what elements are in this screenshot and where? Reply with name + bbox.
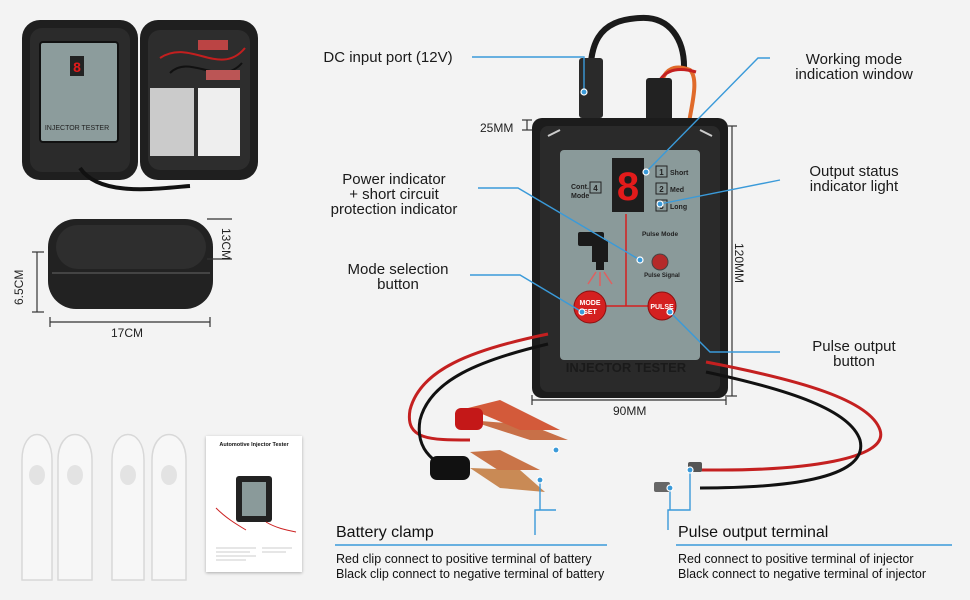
pulse-mode-label: Pulse Mode	[642, 231, 679, 238]
mode-1-number: 1	[659, 168, 664, 177]
battery-clamp-title: Battery clamp	[336, 524, 434, 541]
pulse-signal-led	[651, 253, 669, 271]
injector-adapters-photo	[21, 433, 187, 581]
battery-red-line: Red clip connect to positive terminal of…	[336, 552, 592, 566]
mode-button-label-line1: MODE	[580, 300, 601, 307]
mode-2-label: Med	[670, 187, 684, 194]
pulse-signal-label: Pulse Signal	[644, 273, 680, 279]
width-label: 90MM	[613, 404, 647, 418]
case-device-label: INJECTOR TESTER	[45, 125, 109, 132]
mode-1-label: Short	[670, 170, 689, 177]
open-case-photo: 8 INJECTOR TESTER	[22, 20, 258, 192]
closed-case-photo	[48, 219, 213, 309]
thickness-label: 25MM	[480, 121, 514, 135]
cont-number: 4	[593, 184, 598, 193]
pulse-red-line: Red connect to positive terminal of inje…	[678, 552, 914, 566]
mode-set-button[interactable]	[573, 290, 607, 324]
device-brand: INJECTOR TESTER	[566, 360, 687, 375]
mode-2-number: 2	[659, 185, 664, 194]
manual-page: Automotive Injector Tester	[206, 436, 302, 572]
working-mode-callout: Working mode indication window	[795, 51, 913, 83]
power-indicator-callout: Power indicator + short circuit protecti…	[330, 171, 458, 218]
black-clamp	[430, 450, 545, 492]
pulse-output-callout: Pulse output button	[812, 338, 896, 370]
mode-button-label-line2: SET	[583, 309, 597, 316]
dc-input-callout: DC input port (12V)	[323, 49, 453, 66]
output-status-callout: Output status indicator light	[809, 163, 899, 195]
manual-illustration	[215, 476, 297, 561]
seven-segment-display: 8	[617, 165, 639, 209]
mode-3-label: Long	[670, 204, 687, 211]
pulse-terminal-note: Pulse output terminal Red connect to pos…	[678, 524, 966, 582]
manual-title: Automotive Injector Tester	[219, 442, 289, 448]
pulse-button-label: PULSE	[650, 304, 674, 311]
mode-label: Mode	[571, 193, 589, 200]
cont-label: Cont.	[571, 184, 589, 191]
case-width-label: 17CM	[111, 326, 144, 340]
red-clamp	[455, 400, 568, 440]
pulse-black-line: Black connect to negative terminal of in…	[678, 567, 927, 581]
case-dimension-lines	[32, 218, 232, 327]
pulse-terminal-title: Pulse output terminal	[678, 524, 829, 541]
battery-black-line: Black clip connect to negative terminal …	[336, 567, 605, 581]
mode-selection-callout: Mode selection button	[347, 261, 449, 293]
battery-clamp-note: Battery clamp Red clip connect to positi…	[336, 524, 626, 582]
height-label: 120MM	[732, 243, 746, 284]
svg-text:8: 8	[73, 59, 81, 75]
